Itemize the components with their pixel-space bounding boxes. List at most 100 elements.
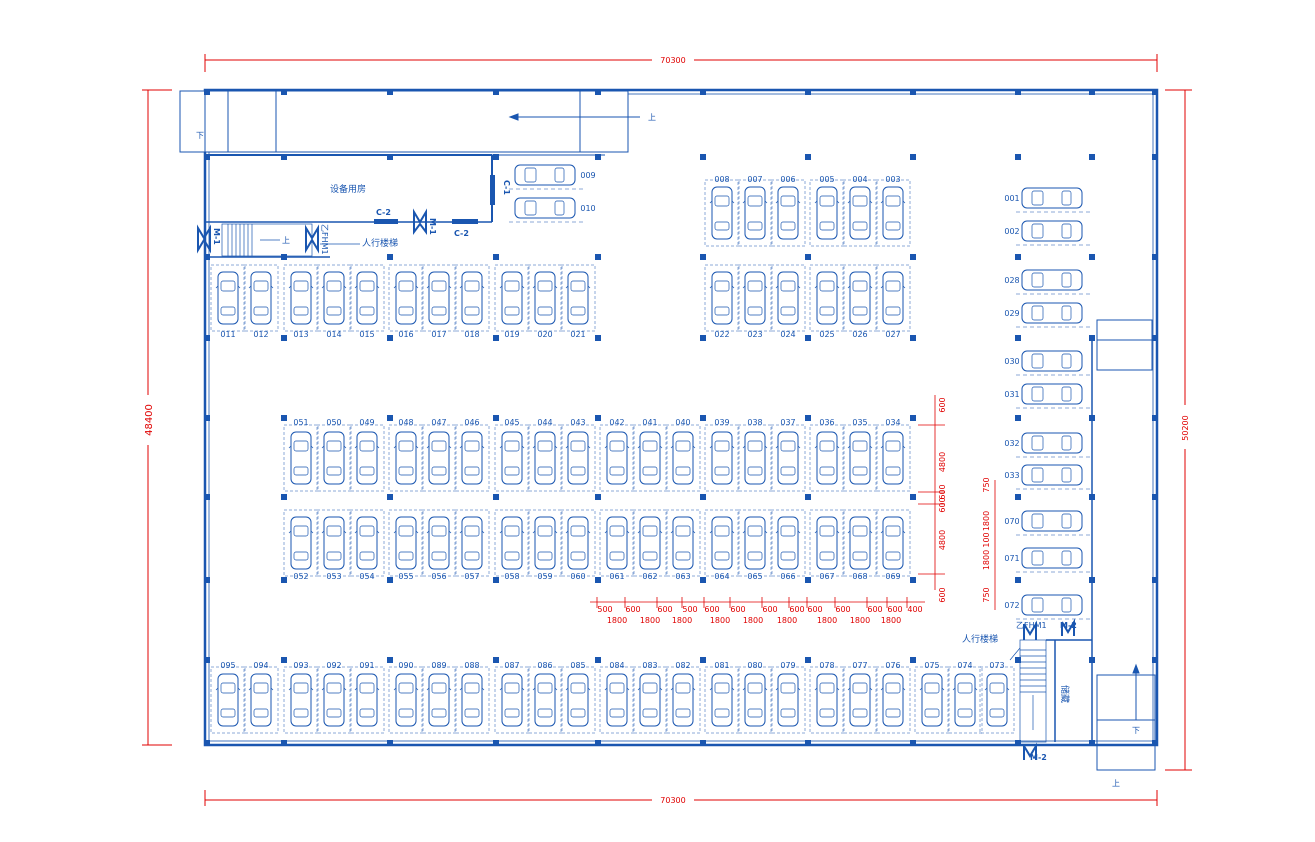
car-icon [1021,220,1083,242]
column [204,154,210,160]
car-icon [532,431,558,485]
car-icon [1021,432,1083,454]
column [910,254,916,260]
space-number: 056 [431,572,446,581]
space-number: 020 [537,330,552,339]
column [1152,335,1158,341]
column [1015,494,1021,500]
parking-space-092: 092 [316,661,352,734]
car-icon [709,271,735,325]
column [805,254,811,260]
space-number: 071 [1004,554,1019,563]
parking-space-057: 057 [454,509,490,581]
car-icon [426,431,452,485]
space-number: 087 [504,661,519,670]
car-icon [709,673,735,727]
parking-space-034: 034 [875,418,911,492]
column [493,415,499,421]
parking-space-063: 063 [665,509,701,581]
parking-space-012: 012 [243,264,279,339]
dim-note: 4800 [938,530,947,550]
parking-space-036: 036 [809,418,845,492]
column [805,577,811,583]
space-number: 054 [359,572,374,581]
car-icon [426,516,452,570]
column [805,657,811,663]
space-number: 093 [293,661,308,670]
space-number: 005 [819,175,834,184]
parking-space-031: 031 [1004,383,1092,409]
column [493,254,499,260]
parking-space-074: 074 [947,661,983,734]
parking-space-028: 028 [1004,269,1092,295]
column [1015,657,1021,663]
space-number: 025 [819,330,834,339]
column [805,415,811,421]
space-number: 004 [852,175,867,184]
dim-note: 1800 [607,616,627,625]
car-icon [775,431,801,485]
car-icon [880,673,906,727]
space-number: 078 [819,661,834,670]
dim-note: 1800 [777,616,797,625]
parking-space-020: 020 [527,264,563,339]
car-icon [499,271,525,325]
door-fm-b: 乙FHM1 [1016,621,1047,630]
space-number: 019 [504,330,519,339]
column [1089,154,1095,160]
car-icon [459,271,485,325]
parking-space-001: 001 [1004,187,1092,213]
right-ramp-up-label: 上 [1112,779,1120,788]
dim-note: 500 [597,605,612,614]
parking-space-048: 048 [388,418,424,492]
car-icon [742,186,768,240]
column [805,154,811,160]
column [910,577,916,583]
dim-note: 500 [682,605,697,614]
column [204,254,210,260]
parking-space-043: 043 [560,418,596,492]
parking-space-079: 079 [770,661,806,734]
space-number: 070 [1004,517,1019,526]
car-icon [709,516,735,570]
dim-note: 1800 [982,511,991,531]
car-icon [637,673,663,727]
parking-space-080: 080 [737,661,773,734]
car-icon [670,431,696,485]
column [387,577,393,583]
column [700,154,706,160]
space-number: 022 [714,330,729,339]
space-number: 049 [359,418,374,427]
column [700,335,706,341]
space-number: 026 [852,330,867,339]
car-icon [532,271,558,325]
space-number: 030 [1004,357,1019,366]
column [387,740,393,746]
column [700,494,706,500]
parking-space-090: 090 [388,661,424,734]
dim-note: 1800 [743,616,763,625]
column [595,577,601,583]
car-icon [709,186,735,240]
dim-note: 600 [704,605,719,614]
space-number: 090 [398,661,413,670]
parking-space-086: 086 [527,661,563,734]
column [204,740,210,746]
column [204,657,210,663]
space-number: 080 [747,661,762,670]
door-m1-a: M-1 [428,218,437,235]
car-icon [499,516,525,570]
space-number: 031 [1004,390,1019,399]
car-icon [288,271,314,325]
ramp-down-label: 下 [196,131,204,140]
car-icon [742,271,768,325]
parking-space-082: 082 [665,661,701,734]
column [281,89,287,95]
column [805,89,811,95]
car-icon [742,673,768,727]
space-number: 001 [1004,194,1019,203]
car-icon [847,186,873,240]
dim-note: 600 [762,605,777,614]
parking-space-011: 011 [210,264,246,339]
column [281,415,287,421]
